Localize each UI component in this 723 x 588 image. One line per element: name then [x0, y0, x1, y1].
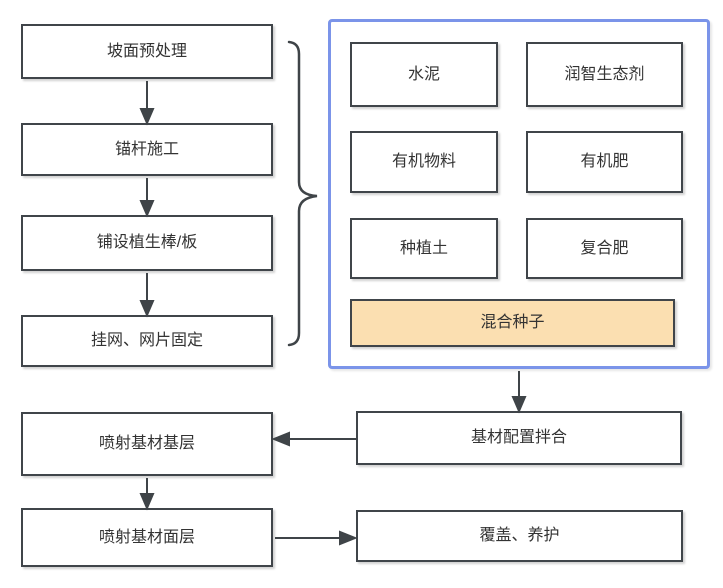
material-label: 混合种子 — [480, 314, 545, 332]
arrow-down-step2-step3 — [139, 178, 155, 218]
step-label: 基材配置拌合 — [470, 429, 567, 447]
arrow-down-panel-mixing — [511, 371, 527, 414]
step-label: 覆盖、养护 — [479, 527, 560, 545]
material-label: 有机肥 — [580, 153, 629, 171]
material-compound-fertilizer: 复合肥 — [526, 218, 683, 279]
curly-brace — [287, 40, 318, 347]
material-planting-soil: 种植土 — [350, 218, 498, 279]
arrow-right-spraysurface-cover — [275, 530, 358, 546]
materials-panel: 水泥 润智生态剂 有机物料 有机肥 种植土 复合肥 混合种子 — [328, 19, 710, 369]
step-substrate-mixing: 基材配置拌合 — [356, 411, 682, 465]
step-label: 喷射基材基层 — [98, 435, 195, 453]
step-anchor-construction: 锚杆施工 — [21, 123, 273, 176]
material-label: 种植土 — [399, 239, 448, 257]
material-organic-fertilizer: 有机肥 — [526, 131, 683, 193]
step-label: 铺设植生棒/板 — [96, 234, 198, 252]
step-spray-base-layer: 喷射基材基层 — [21, 412, 273, 476]
material-mixed-seeds-highlighted: 混合种子 — [350, 299, 675, 347]
material-label: 润智生态剂 — [564, 65, 645, 83]
step-label: 喷射基材面层 — [98, 528, 195, 546]
material-label: 复合肥 — [580, 239, 629, 257]
step-label: 挂网、网片固定 — [90, 332, 203, 350]
material-organic-matter: 有机物料 — [350, 131, 498, 193]
step-net-hanging-fixing: 挂网、网片固定 — [21, 315, 273, 367]
material-runzhi-ecological-agent: 润智生态剂 — [526, 42, 683, 107]
arrow-down-step3-step4 — [139, 273, 155, 318]
step-label: 锚杆施工 — [114, 140, 179, 158]
arrow-left-mixing-spraybase — [271, 431, 356, 447]
step-label: 坡面预处理 — [106, 42, 187, 60]
step-spray-surface-layer: 喷射基材面层 — [21, 508, 273, 567]
arrow-down-spraybase-spraysurface — [139, 478, 155, 511]
step-vegetation-rod-laying: 铺设植生棒/板 — [21, 215, 273, 271]
material-label: 有机物料 — [391, 153, 456, 171]
step-slope-pretreatment: 坡面预处理 — [21, 24, 273, 79]
step-cover-maintenance: 覆盖、养护 — [356, 510, 683, 562]
arrow-down-step1-step2 — [139, 81, 155, 126]
material-label: 水泥 — [407, 65, 440, 83]
material-cement: 水泥 — [350, 42, 498, 107]
